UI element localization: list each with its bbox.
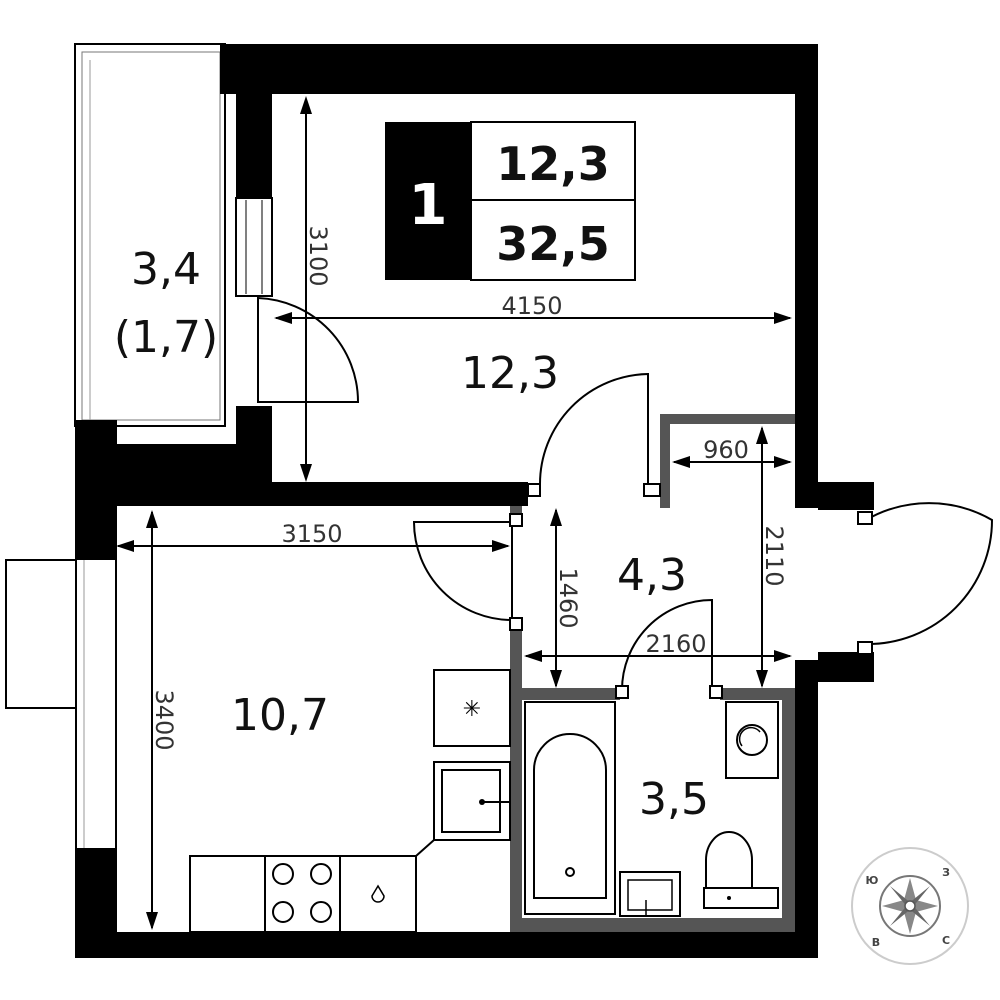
dimension-lines — [116, 96, 792, 930]
area-badge: 1 12,3 32,5 — [385, 121, 636, 281]
dimension-labels: 3100 4150 960 2110 3150 1460 2160 3400 — [150, 225, 788, 750]
compass-s: С — [942, 934, 950, 947]
bathroom-fixtures — [524, 701, 779, 917]
fridge — [433, 669, 511, 747]
living-area: 12,3 — [496, 137, 610, 191]
hall-area: 4,3 — [617, 550, 687, 601]
balcony-frame — [74, 43, 226, 427]
dim-kitchen-height: 3400 — [150, 689, 178, 750]
bedroom-area: 12,3 — [461, 348, 559, 399]
dim-bedroom-width: 4150 — [501, 292, 562, 320]
dim-hall-depth: 1460 — [554, 567, 582, 628]
total-area: 32,5 — [496, 217, 610, 271]
balcony-area: 3,4 — [131, 244, 201, 295]
dim-bedroom-height: 3100 — [304, 225, 332, 286]
balcony-reduced-area: (1,7) — [114, 312, 218, 363]
dim-hall-height: 2110 — [760, 525, 788, 586]
room-labels: 3,4 (1,7) 12,3 10,7 4,3 3,5 — [114, 244, 709, 825]
balcony-door — [235, 197, 360, 403]
bathroom-area: 3,5 — [639, 774, 709, 825]
compass-icon: Ю З В С — [851, 847, 969, 965]
compass-n: Ю — [866, 874, 879, 887]
exterior-window-left — [5, 557, 117, 851]
partitions — [510, 414, 795, 932]
rooms-count: 1 — [409, 173, 448, 238]
toilet — [705, 831, 753, 889]
compass-w: В — [872, 936, 880, 949]
fridge-symbol: ✳ — [463, 697, 481, 722]
dim-closet-width: 960 — [703, 436, 749, 464]
compass-e: З — [942, 866, 950, 879]
dim-kitchen-width: 3150 — [281, 520, 342, 548]
kitchen-area: 10,7 — [231, 690, 329, 741]
door-swings — [412, 372, 994, 699]
dim-bath-width: 2160 — [645, 630, 706, 658]
kitchen-fixtures: ✳ — [189, 669, 511, 933]
walls — [75, 44, 874, 958]
